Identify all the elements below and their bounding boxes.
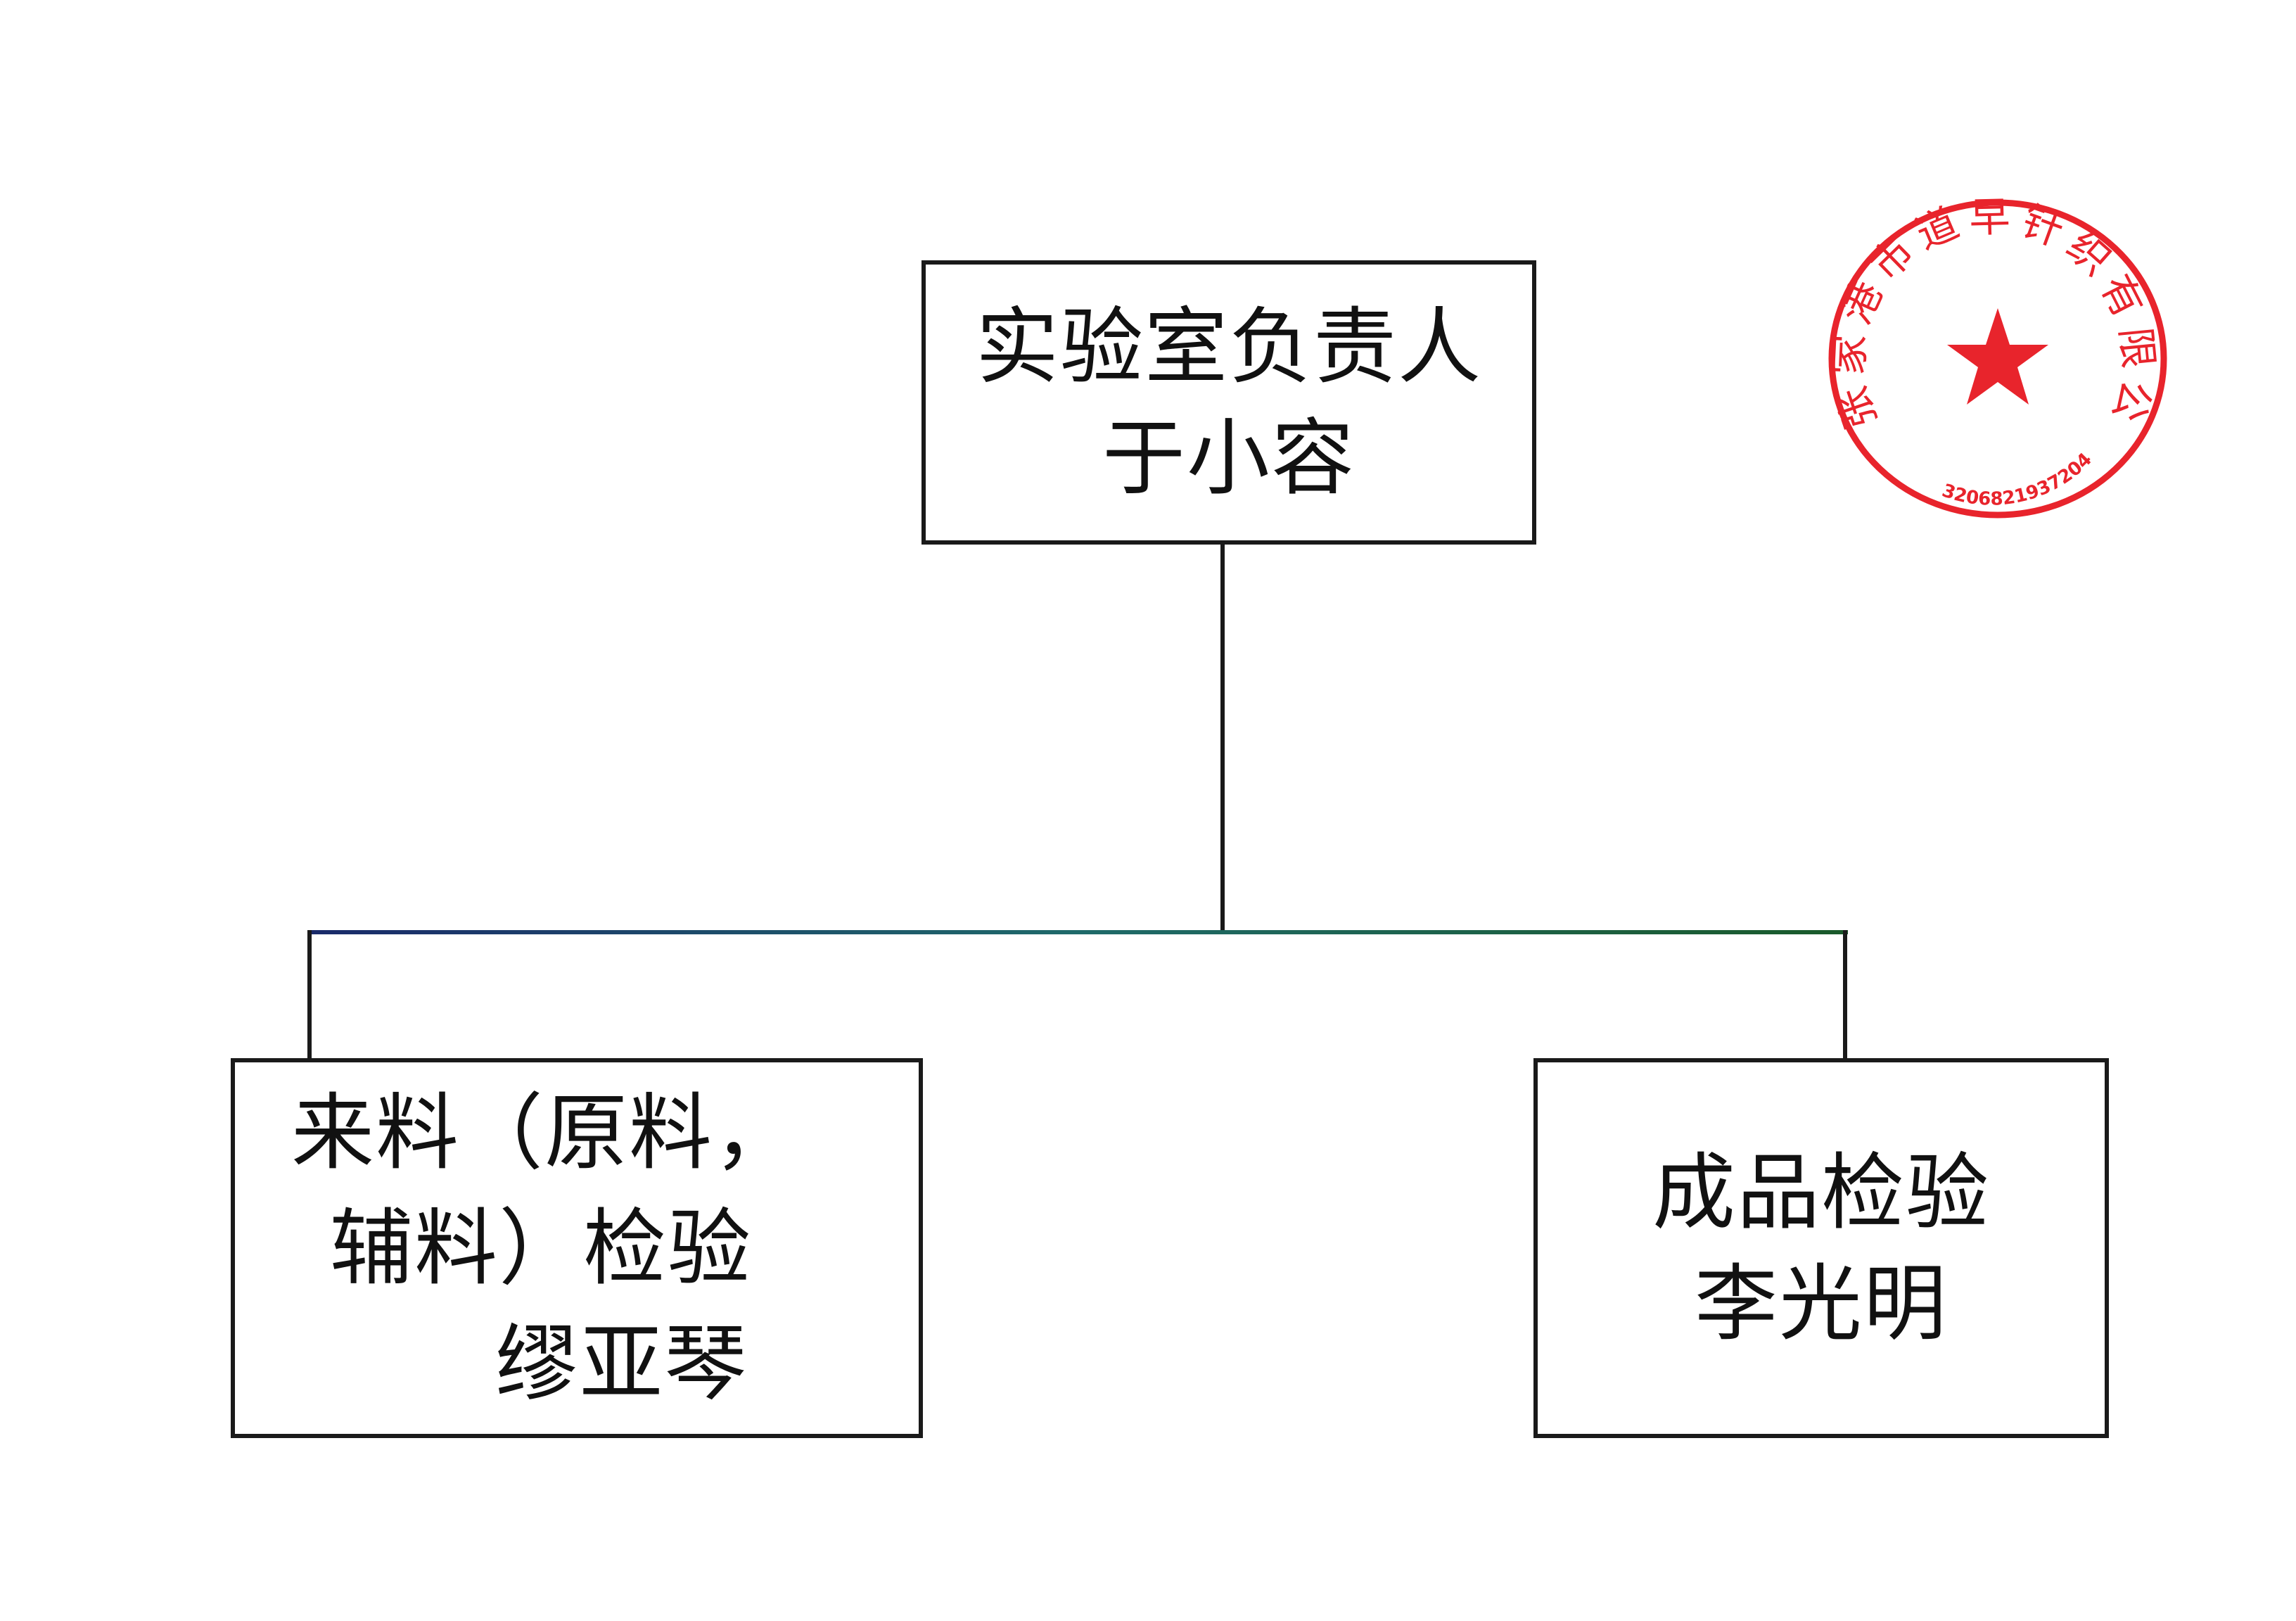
connector-vertical-root <box>1220 543 1225 934</box>
seal-company-name: 张家港市道早针织有限公司 <box>1822 190 2162 435</box>
finished-inspection-name: 李光明 <box>1694 1255 1948 1352</box>
seal-ring <box>1828 199 2167 519</box>
connector-horizontal <box>307 930 1848 934</box>
finished-inspection-box: 成品检验 李光明 <box>1533 1058 2109 1438</box>
incoming-inspection-box: 来料（原料， 辅料）检验 缪亚琴 <box>231 1058 923 1438</box>
company-seal-stamp: 张家港市道早针织有限公司 3206821937204 <box>1822 190 2167 519</box>
lab-head-box: 实验室负责人 于小容 <box>921 260 1536 545</box>
lab-head-title: 实验室负责人 <box>975 298 1482 395</box>
connector-vertical-right <box>1843 930 1847 1060</box>
incoming-inspection-name: 缪亚琴 <box>495 1315 749 1412</box>
incoming-inspection-title-2: 辅料）检验 <box>330 1200 753 1297</box>
star-icon <box>1947 308 2048 405</box>
incoming-inspection-title-1: 来料（原料， <box>291 1084 798 1181</box>
lab-head-name: 于小容 <box>1102 409 1356 507</box>
connector-vertical-left <box>307 930 312 1060</box>
finished-inspection-title: 成品检验 <box>1652 1144 1990 1241</box>
